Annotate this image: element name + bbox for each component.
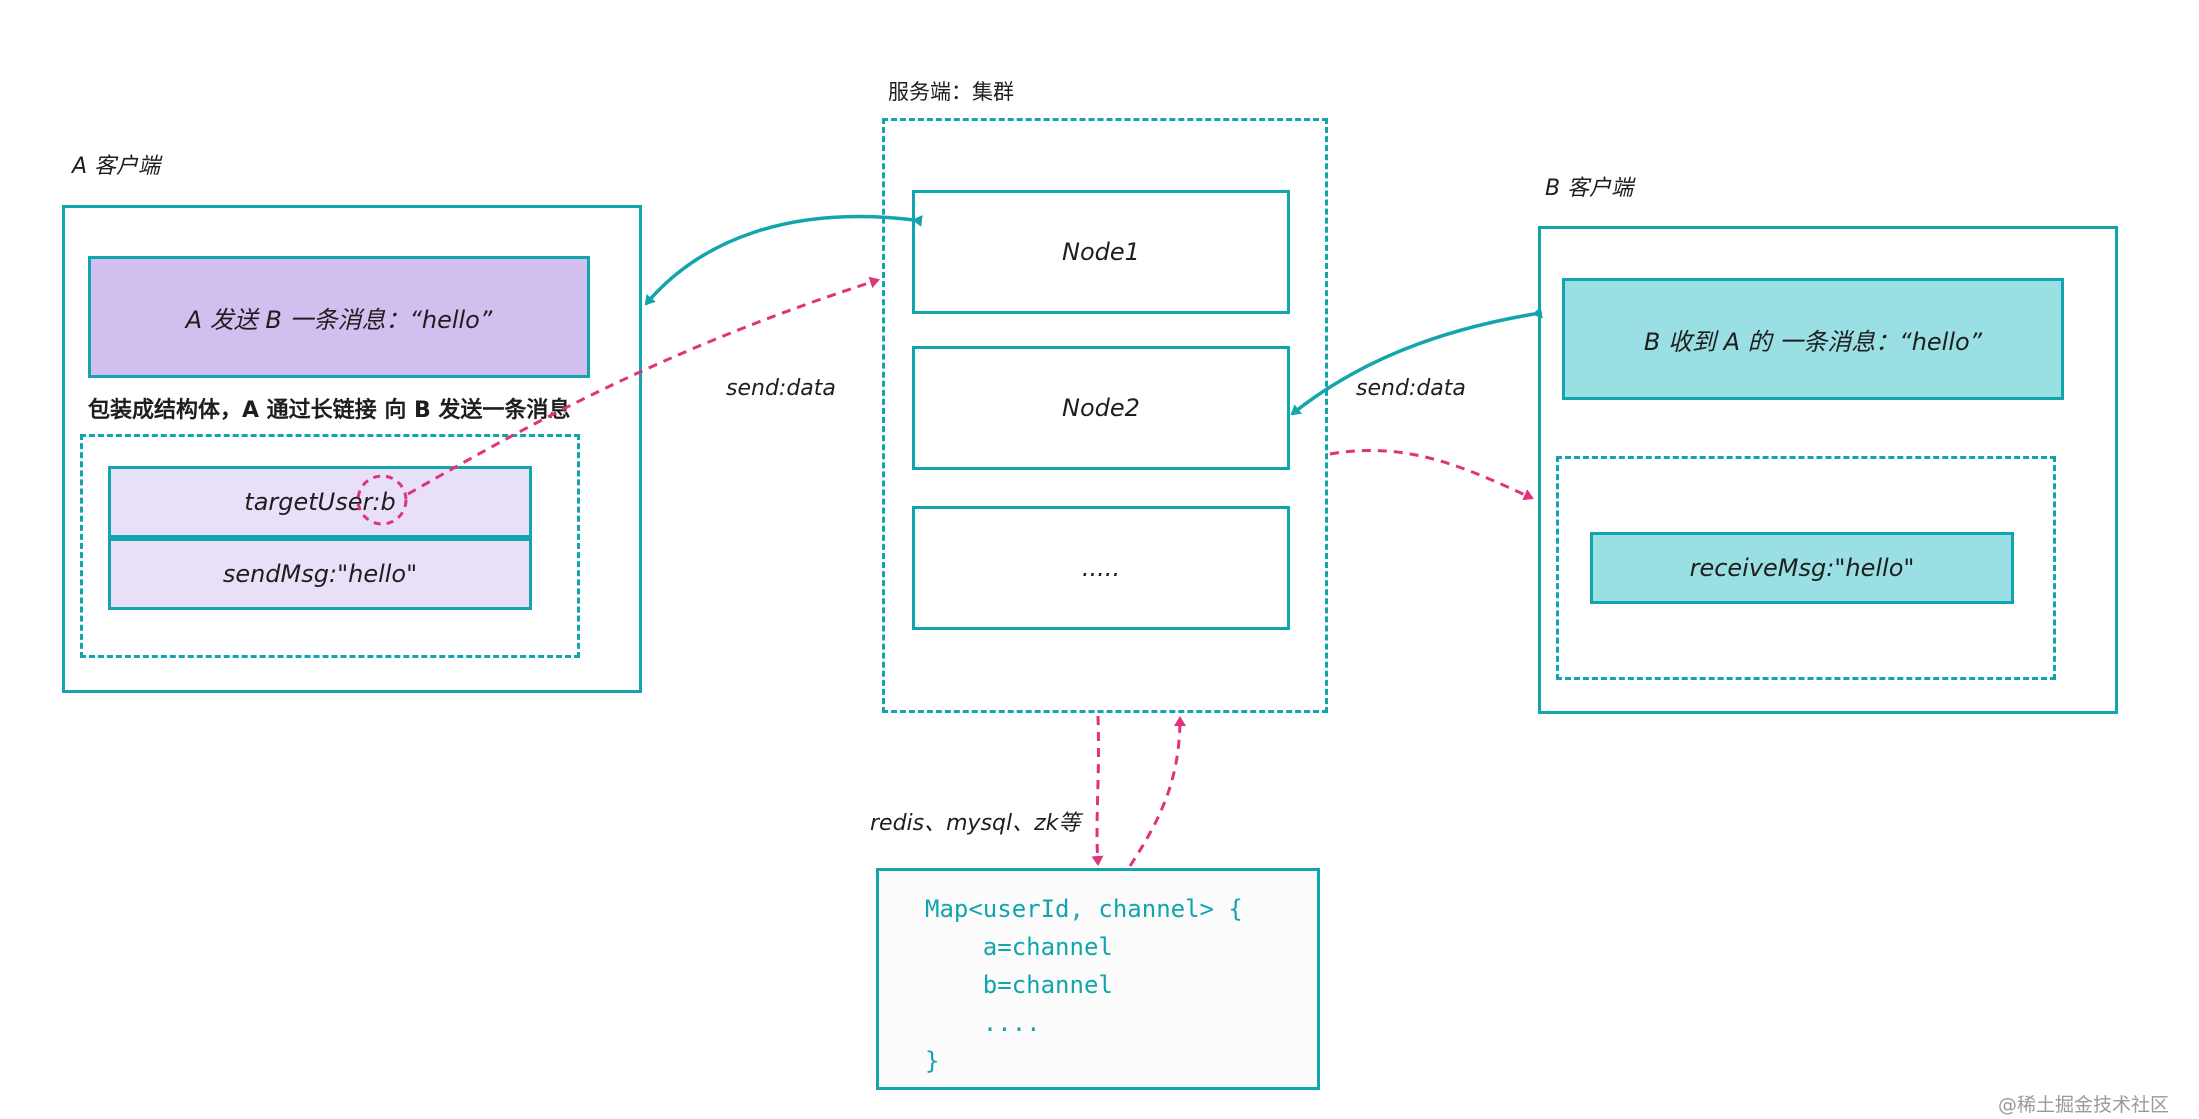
struct-field-target-user-prefix: targetUse xyxy=(244,488,363,516)
client-b-container xyxy=(1538,226,2118,714)
server-title: 服务端：集群 xyxy=(888,80,1014,104)
watermark: @稀土掘金技术社区 xyxy=(1998,1094,2170,1116)
client-b-title: B 客户端 xyxy=(1545,176,1634,201)
client-a-package-caption: 包装成结构体，A 通过长链接 向 B 发送一条消息 xyxy=(88,398,571,423)
storage-line-1: Map<userId, channel> { xyxy=(925,895,1243,923)
server-node-more-label: ..... xyxy=(1081,554,1121,582)
struct-field-target-user-value: r:b xyxy=(362,488,396,516)
storage-line-2: a=channel xyxy=(925,933,1113,961)
client-b-message: B 收到 A 的 一条消息：“hello” xyxy=(1643,327,1983,356)
arrow-storage-to-server xyxy=(1128,716,1186,867)
arrow-server-to-client-b xyxy=(1329,449,1534,501)
edge-label-a-to-server: send:data xyxy=(726,376,836,401)
server-cluster-container xyxy=(882,118,1328,713)
arrow-server-to-storage xyxy=(1091,715,1104,866)
client-a-title: A 客户端 xyxy=(72,154,161,179)
edge-label-storage: redis、mysql、zk等 xyxy=(870,811,1081,836)
edge-label-server-to-b: send:data xyxy=(1356,376,1466,401)
storage-line-4: .... xyxy=(925,1009,1041,1037)
struct-field-receive-msg-text: receiveMsg:"hello" xyxy=(1689,554,1915,582)
server-node-2: Node2 xyxy=(912,346,1290,470)
client-a-message: A 发送 B 一条消息：“hello” xyxy=(185,305,493,334)
client-a-message-box: A 发送 B 一条消息：“hello” xyxy=(88,256,590,378)
server-node-more: ..... xyxy=(912,506,1290,630)
client-a-struct-container xyxy=(80,434,580,658)
storage-line-3: b=channel xyxy=(925,971,1113,999)
struct-field-send-msg-text: sendMsg:"hello" xyxy=(222,560,418,588)
struct-field-receive-msg: receiveMsg:"hello" xyxy=(1590,532,2014,604)
client-b-message-box: B 收到 A 的 一条消息：“hello” xyxy=(1562,278,2064,400)
server-node-2-label: Node2 xyxy=(1062,394,1140,422)
storage-line-5: } xyxy=(925,1047,940,1075)
server-node-1: Node1 xyxy=(912,190,1290,314)
server-node-1-label: Node1 xyxy=(1062,238,1140,266)
struct-field-send-msg: sendMsg:"hello" xyxy=(108,538,532,610)
arrow-node1-to-client-a xyxy=(644,214,923,306)
client-b-struct-container xyxy=(1556,456,2056,680)
storage-map-box: Map<userId, channel> { a=channel b=chann… xyxy=(876,868,1320,1090)
